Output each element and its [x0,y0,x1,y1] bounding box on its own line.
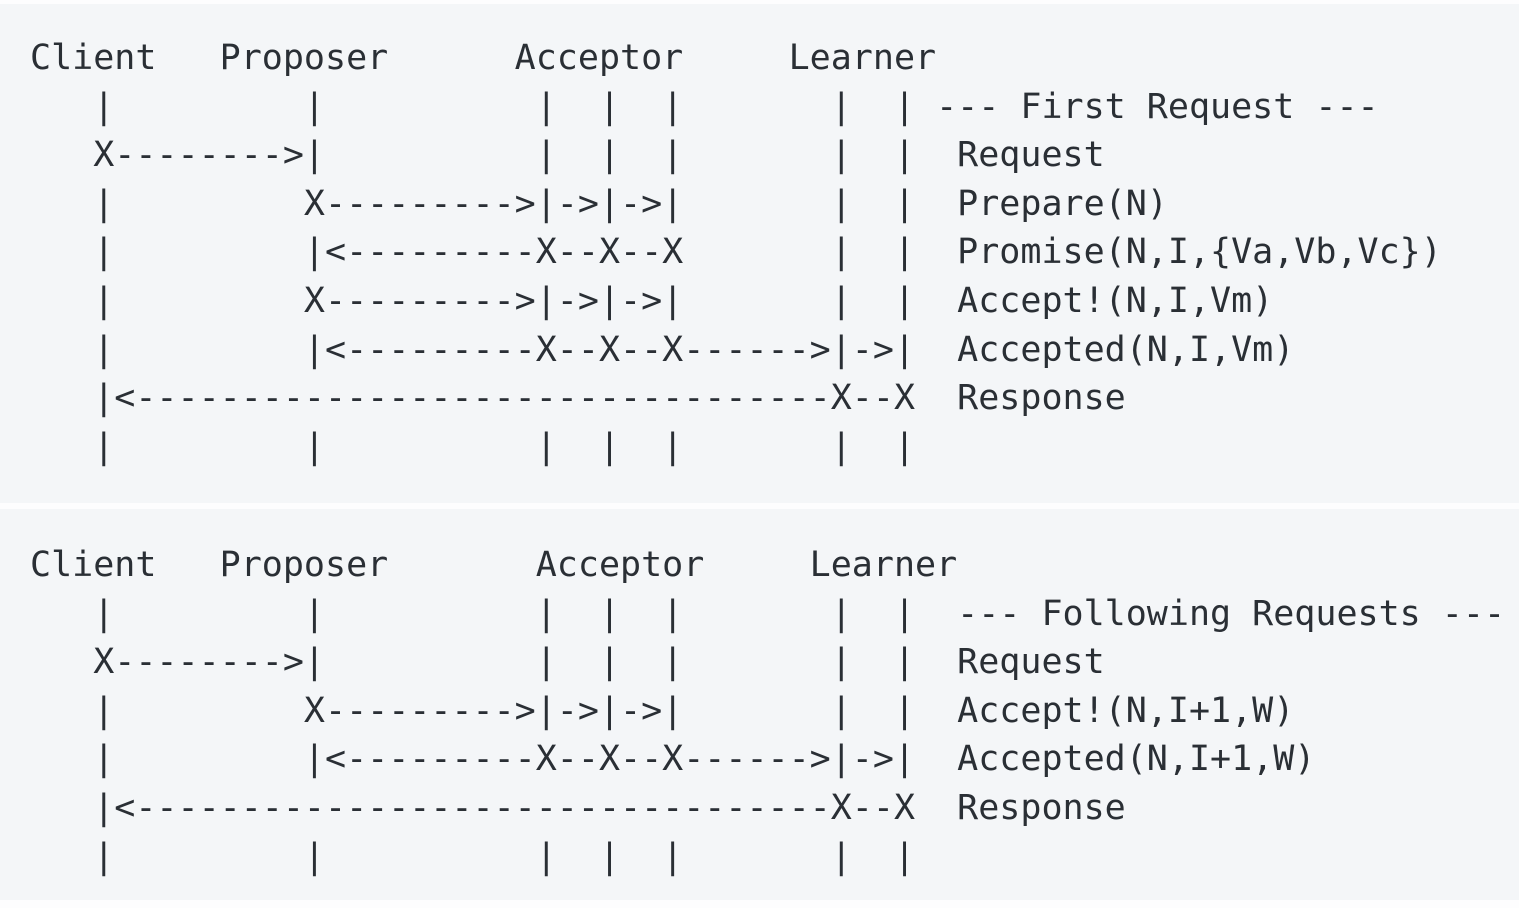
accepted-row: | |<---------X--X--X------>|->| Accepted… [30,329,1295,370]
paxos-first-request-diagram: Client Proposer Acceptor Learner | | | |… [0,4,1519,503]
accept-row: | X--------->|->|->| | | Accept!(N,I+1,W… [30,690,1295,731]
prepare-row: | X--------->|->|->| | | Prepare(N) [30,183,1168,224]
participants-header: Client Proposer Acceptor Learner [30,38,937,78]
promise-row: | |<---------X--X--X | | Promise(N,I,{Va… [30,232,1442,273]
response-row: |<---------------------------------X--X … [30,378,1126,419]
participants-header: Client Proposer Acceptor Learner [30,545,958,585]
request-row: X-------->| | | | | | Request [30,642,1105,683]
lifelines-phase-title-row: | | | | | | | --- First Request --- [30,86,1379,127]
lifelines-row: | | | | | | | [30,836,916,877]
paxos-following-requests-diagram: Client Proposer Acceptor Learner | | | |… [0,509,1519,900]
accept-row: | X--------->|->|->| | | Accept!(N,I,Vm) [30,280,1274,321]
accepted-row: | |<---------X--X--X------>|->| Accepted… [30,739,1316,780]
request-row: X-------->| | | | | | Request [30,135,1105,176]
lifelines-phase-title-row: | | | | | | | --- Following Requests --- [30,593,1506,634]
lifelines-row: | | | | | | | [30,426,916,467]
response-row: |<---------------------------------X--X … [30,787,1126,828]
